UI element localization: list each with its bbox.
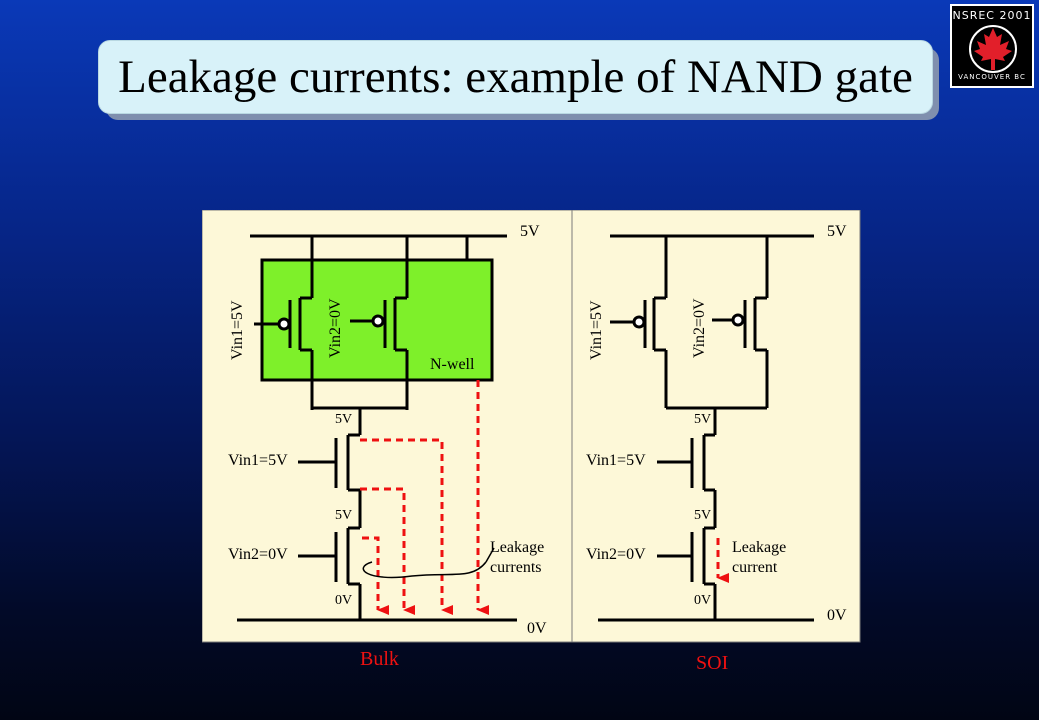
bulk-vin1-vertical-label: Vin1=5V	[229, 300, 246, 360]
bulk-vdd-label: 5V	[520, 223, 540, 240]
soi-leakage-label-2: current	[732, 559, 778, 576]
soi-node-5v-b-label: 5V	[694, 508, 711, 523]
logo-bottom-text: VANCOUVER BC	[958, 73, 1026, 81]
soi-pmos-2	[712, 296, 769, 408]
soi-nmos-1	[657, 433, 717, 528]
soi-node-5v-a-label: 5V	[694, 412, 711, 427]
bulk-node-0v-label: 0V	[335, 593, 352, 608]
soi-node-0v-label: 0V	[694, 593, 711, 608]
pmos-2	[350, 296, 409, 410]
soi-vin1-label: Vin1=5V	[586, 452, 646, 469]
leakage-bracket	[362, 561, 487, 579]
logo-top-text: NSREC 2001	[952, 9, 1032, 22]
bulk-caption: Bulk	[360, 648, 399, 670]
bulk-node-5v-b-label: 5V	[335, 508, 352, 523]
bulk-leakage-label-1: Leakage	[490, 539, 544, 556]
page-title: Leakage currents: example of NAND gate	[98, 40, 933, 114]
nand-leakage-diagram: 5V 0V Vin1=5V Vin2=0V N-well 5V 5V 0V Vi…	[202, 210, 861, 674]
soi-vdd-label: 5V	[827, 223, 847, 240]
bulk-leakage-label-2: currents	[490, 559, 542, 576]
nmos-1	[298, 433, 362, 528]
bulk-panel: 5V 0V Vin1=5V Vin2=0V N-well 5V 5V 0V Vi…	[202, 210, 573, 643]
soi-vin2-vertical-label: Vin2=0V	[691, 298, 708, 358]
nwell-label: N-well	[430, 356, 475, 373]
nsrec-logo: NSREC 2001 VANCOUVER BC	[950, 4, 1034, 88]
soi-vin2-label: Vin2=0V	[586, 546, 646, 563]
pmos-1	[254, 296, 314, 410]
bulk-vin2-label: Vin2=0V	[228, 546, 288, 563]
bulk-node-5v-a-label: 5V	[335, 412, 352, 427]
maple-leaf-icon	[969, 25, 1017, 73]
bulk-vin1-label: Vin1=5V	[228, 452, 288, 469]
soi-caption: SOI	[696, 652, 728, 674]
soi-gnd-label: 0V	[827, 607, 847, 624]
soi-nmos-2	[657, 526, 717, 620]
nmos-2	[298, 526, 362, 620]
soi-pmos-1	[610, 296, 668, 408]
bulk-vin2-vertical-label: Vin2=0V	[327, 298, 344, 358]
soi-panel: 5V 0V Vin1=5V Vin2=0V 5V 5V 0V Vin1=5V V…	[571, 210, 861, 643]
bulk-leakage-paths	[360, 380, 489, 615]
bulk-gnd-label: 0V	[527, 620, 547, 637]
soi-leakage-label-1: Leakage	[732, 539, 786, 556]
soi-vin1-vertical-label: Vin1=5V	[588, 300, 605, 360]
